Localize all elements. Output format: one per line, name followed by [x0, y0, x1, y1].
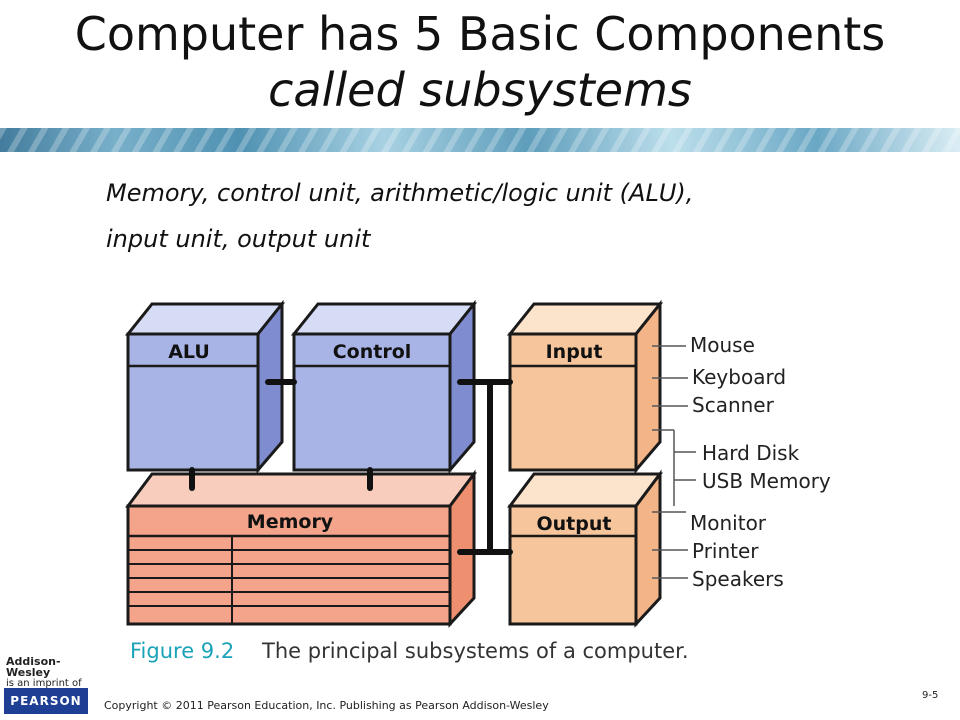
- output-label: Output: [537, 513, 612, 535]
- control-label: Control: [333, 341, 412, 363]
- device-speakers: Speakers: [692, 567, 784, 591]
- figure-caption-text: The principal subsystems of a computer.: [261, 639, 689, 663]
- control-box: Control: [290, 299, 478, 475]
- bullet-line-1: Memory, control unit, arithmetic/logic u…: [106, 179, 694, 207]
- slide-title: Computer has 5 Basic Components called s…: [0, 6, 960, 118]
- decorative-band: [0, 128, 960, 152]
- memory-label: Memory: [247, 511, 334, 533]
- input-label: Input: [546, 341, 603, 363]
- publisher-block: Addison-Wesley is an imprint of: [6, 656, 88, 689]
- publisher-imprint-note: is an imprint of: [6, 678, 82, 689]
- device-hard-disk: Hard Disk: [702, 441, 800, 465]
- input-box: Input: [506, 299, 664, 475]
- device-monitor: Monitor: [690, 511, 767, 535]
- subsystems-diagram: ALU Control Input: [124, 299, 831, 663]
- title-line-2: called subsystems: [268, 63, 692, 117]
- device-scanner: Scanner: [692, 393, 775, 417]
- alu-box: ALU: [124, 299, 286, 475]
- output-box: Output: [507, 469, 663, 628]
- bullet-line-2: input unit, output unit: [106, 225, 371, 253]
- device-printer: Printer: [692, 539, 759, 563]
- device-leaders: [652, 345, 696, 579]
- device-mouse: Mouse: [690, 333, 755, 357]
- device-keyboard: Keyboard: [692, 365, 786, 389]
- publisher-name: Addison-Wesley: [6, 655, 61, 679]
- copyright-notice: Copyright © 2011 Pearson Education, Inc.…: [104, 699, 549, 712]
- alu-label: ALU: [168, 341, 210, 363]
- figure-subsystems: ALU Control Input: [104, 280, 856, 668]
- memory-box: Memory: [125, 469, 477, 628]
- page-number: 9-5: [922, 690, 939, 701]
- title-line-1: Computer has 5 Basic Components: [74, 7, 886, 61]
- device-usb-memory: USB Memory: [702, 469, 831, 493]
- pearson-logo: PEARSON: [4, 688, 88, 714]
- bus-lines: [189, 379, 513, 555]
- figure-caption-label: Figure 9.2: [130, 639, 234, 663]
